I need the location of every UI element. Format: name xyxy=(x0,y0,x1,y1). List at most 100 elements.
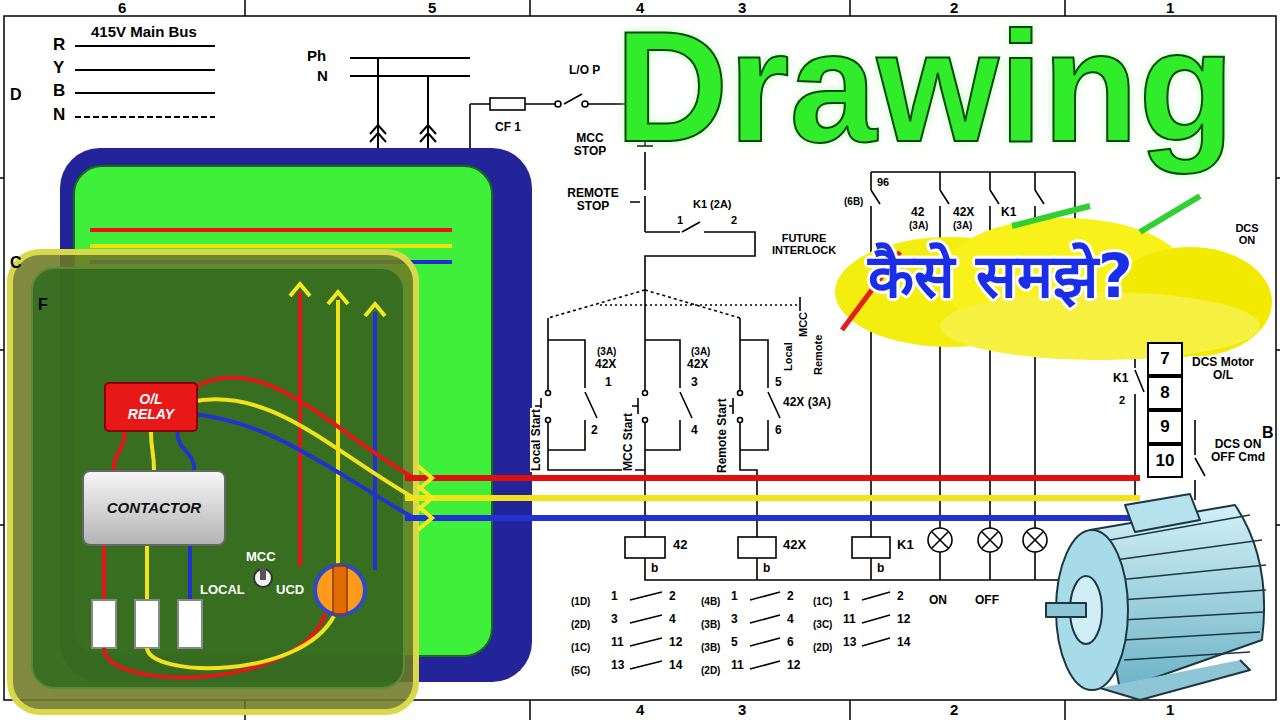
schematic-label: (3A) xyxy=(952,220,973,231)
schematic-label: 415V Main Bus xyxy=(90,24,198,41)
schematic-label: N xyxy=(316,68,329,85)
schematic-label: ON xyxy=(928,594,948,607)
schematic-label: (2D) xyxy=(570,619,591,630)
schematic-label: (2D) xyxy=(700,665,721,676)
highlight-splash xyxy=(835,196,1272,360)
schematic-label: 1 xyxy=(604,376,613,389)
schematic-label: DCS ON xyxy=(1226,222,1268,246)
schematic-label: (3C) xyxy=(812,619,833,630)
node-text: O/L RELAY xyxy=(119,392,183,423)
vertical-label: MCC xyxy=(797,311,809,338)
title-text: Drawing xyxy=(615,8,1234,165)
schematic-label: 4 xyxy=(690,424,699,437)
vertical-label: Local xyxy=(782,341,794,372)
node-text: 9 xyxy=(1160,418,1169,437)
schematic-label: (3A) xyxy=(690,346,711,357)
terminal-box: 8 xyxy=(1147,376,1183,410)
schematic-label: 42X xyxy=(686,358,709,371)
grid-reference: 3 xyxy=(738,702,746,719)
grid-reference: C xyxy=(10,254,22,272)
schematic-label: (1D) xyxy=(570,596,591,607)
power-bus xyxy=(75,46,470,150)
schematic-label: (3B) xyxy=(700,619,721,630)
motor-drawing xyxy=(1046,494,1266,700)
schematic-label: OFF xyxy=(974,594,1000,607)
schematic-label: 2 xyxy=(896,590,905,603)
schematic-label: K1 xyxy=(1000,206,1017,219)
terminal-box: 9 xyxy=(1147,410,1183,444)
schematic-label: (1C) xyxy=(570,642,591,653)
grid-reference: 2 xyxy=(950,0,958,17)
schematic-label: (6B) xyxy=(843,196,864,207)
schematic-label: 2 xyxy=(668,590,677,603)
schematic-label: 11 xyxy=(610,636,625,649)
node-text: 7 xyxy=(1160,350,1169,369)
wire-connector xyxy=(177,432,194,470)
schematic-label: L/O P xyxy=(568,64,601,77)
contact-symbols xyxy=(630,592,890,669)
schematic-label: b xyxy=(650,562,659,575)
contact-symbol xyxy=(630,592,890,669)
schematic-label: 11 xyxy=(730,659,745,672)
node-text: 10 xyxy=(1156,452,1175,471)
schematic-label: DCS Motor O/L xyxy=(1188,356,1258,382)
contactor-box: CONTACTOR xyxy=(82,470,226,546)
schematic-label: 1 xyxy=(842,590,851,603)
panel-label: LOCAL xyxy=(200,583,245,597)
schematic-label: 14 xyxy=(668,659,683,672)
vertical-label: Local Start xyxy=(530,408,543,472)
mcc-panel xyxy=(10,148,532,712)
schematic-label: CF 1 xyxy=(494,121,522,134)
schematic-label: REMOTE STOP xyxy=(556,187,630,213)
schematic-label: b xyxy=(762,562,771,575)
hindi-caption: कैसे समझे? xyxy=(868,240,1133,312)
schematic-label: (4B) xyxy=(700,596,721,607)
schematic-label: MCC STOP xyxy=(566,132,614,158)
schematic-label: 2 xyxy=(730,214,738,226)
terminal-box: 7 xyxy=(1147,342,1183,376)
grid-reference: 3 xyxy=(738,0,746,17)
schematic-label: 42 xyxy=(910,206,925,219)
vertical-label: Remote Start xyxy=(716,397,729,474)
schematic-label: 4 xyxy=(668,613,677,626)
motor-cables xyxy=(405,466,1140,530)
grid-reference: D xyxy=(10,86,22,104)
schematic-label: 3 xyxy=(610,613,619,626)
schematic-label: 1 xyxy=(676,214,684,226)
schematic-label: 11 xyxy=(842,613,857,626)
panel-label: UCD xyxy=(276,583,304,597)
schematic-label: DCS ON OFF Cmd xyxy=(1210,438,1266,464)
schematic-label: 12 xyxy=(668,636,683,649)
schematic-label: (3A) xyxy=(596,346,617,357)
schematic-label: 12 xyxy=(786,659,801,672)
grid-reference: 4 xyxy=(636,0,644,17)
schematic-label: K1 (2A) xyxy=(692,198,733,210)
schematic-label: K1 xyxy=(896,538,915,552)
wire-connector xyxy=(114,432,125,470)
grid-reference: 5 xyxy=(428,0,436,17)
schematic-label: 5 xyxy=(730,636,739,649)
schematic-label: 3 xyxy=(730,613,739,626)
schematic-label: 4 xyxy=(786,613,795,626)
terminal-box: 10 xyxy=(1147,444,1183,478)
schematic-label: 6 xyxy=(786,636,795,649)
schematic-label: 5 xyxy=(774,376,783,389)
vertical-label: MCC Start xyxy=(622,412,635,472)
schematic-label: 42X xyxy=(952,206,975,219)
schematic-label: 14 xyxy=(896,636,911,649)
schematic-label: 2 xyxy=(590,424,599,437)
node-text: CONTACTOR xyxy=(107,500,201,517)
schematic-label: R xyxy=(52,36,66,55)
schematic-label: Y xyxy=(52,59,65,78)
grid-reference: F xyxy=(38,296,48,314)
schematic-label: 2 xyxy=(1118,394,1126,406)
schematic-label: 1 xyxy=(730,590,739,603)
schematic-label: 6 xyxy=(774,424,783,437)
grid-reference: 2 xyxy=(950,702,958,719)
schematic-label: 96 xyxy=(876,176,890,188)
schematic-label: (1C) xyxy=(812,596,833,607)
schematic-label: 13 xyxy=(610,659,625,672)
